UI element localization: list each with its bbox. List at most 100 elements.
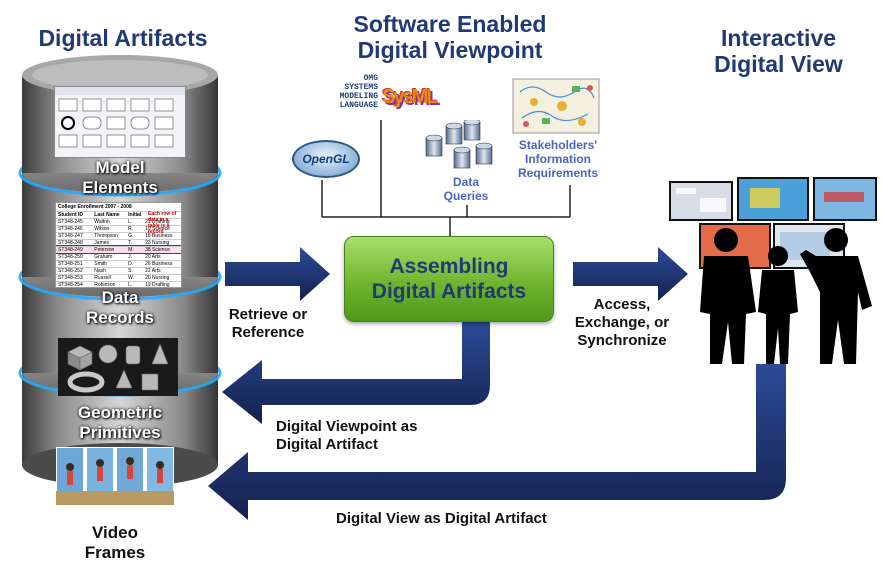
label-line: Digital Viewpoint as <box>276 418 418 435</box>
label-line: Synchronize <box>577 332 667 349</box>
table-cell: Initial <box>128 212 142 218</box>
table-cell: 20 Nursing <box>145 275 170 281</box>
table-cell: ST348-247 <box>58 233 83 239</box>
table-cell: 23 Nursing <box>145 240 170 246</box>
opengl-logo: OpenGL <box>292 140 360 178</box>
table-cell: ST348-253 <box>58 275 83 281</box>
table-cell: 26 Business <box>145 261 173 267</box>
table-cell: Smith <box>94 261 108 267</box>
table-cell: Nash <box>94 268 106 274</box>
table-row: ST348-252 Nash S. 22 Arts <box>56 267 181 274</box>
sysml-logo: OMG SYSTEMS MODELING LANGUAGE SysML <box>330 70 439 126</box>
label-line: Access, <box>593 296 651 313</box>
sysml-line: LANGUAGE <box>339 101 378 110</box>
opengl-logo-text: OpenGL <box>302 152 350 166</box>
label-line: Exchange, or <box>574 314 670 331</box>
label-line: Elements <box>82 178 158 197</box>
label-line: Records <box>85 308 155 327</box>
heading-line: Digital View <box>714 51 843 77</box>
table-cell: S. <box>128 268 133 274</box>
table-cell: W. <box>128 275 135 281</box>
table-cell: R. <box>128 226 134 232</box>
table-cell: 22 Arts <box>145 268 161 274</box>
label-video-frames: Video Frames <box>60 523 170 563</box>
label-digital-viewpoint-as-artifact: Digital Viewpoint as Digital Artifact <box>276 418 476 454</box>
view-return-arrow <box>208 364 786 520</box>
table-row: ST348-247 Thompson G. 18 Business <box>56 232 181 239</box>
table-cell: Graham <box>94 254 113 260</box>
label-line: Digital Artifact <box>276 436 378 453</box>
label-line: Information <box>525 152 591 166</box>
table-cell: L. <box>128 219 133 225</box>
label-stakeholder-requirements: Stakeholders' Information Requirements <box>508 138 608 180</box>
heading-line: Software Enabled <box>353 11 547 37</box>
table-cell: ST348-246 <box>58 226 83 232</box>
label-line: Primitives <box>79 423 161 442</box>
label-retrieve-or-reference: Retrieve or Reference <box>218 306 318 342</box>
sysml-logo-mark: SysML <box>382 86 438 108</box>
table-row: ST348-248 James T. 23 Nursing <box>56 239 181 246</box>
access-arrow <box>573 247 688 301</box>
stakeholder-requirements-image <box>512 78 600 134</box>
table-row: ST348-250 Graham J. 20 Arts <box>56 253 181 260</box>
heading-digital-artifacts: Digital Artifacts <box>38 25 208 51</box>
label-model-elements: Model Elements <box>70 158 170 198</box>
database-icon <box>425 120 493 169</box>
retrieve-arrow <box>225 247 330 301</box>
table-cell: L. <box>128 282 133 288</box>
table-cell: Russell <box>94 275 111 281</box>
table-title: College Enrollment 2007 - 2008 <box>58 204 132 210</box>
table-cell: M. <box>128 247 134 253</box>
label-data-records: Data Records <box>70 288 170 328</box>
table-cell: ST348-250 <box>58 254 83 260</box>
label-line: Stakeholders' <box>518 138 598 152</box>
label-line: Geometric <box>77 403 163 422</box>
geometric-primitives-image <box>58 338 178 396</box>
table-cell: ST348-248 <box>58 240 83 246</box>
table-cell: G. <box>128 233 134 239</box>
table-cell: J. <box>128 254 133 260</box>
table-cell: Wilson <box>94 226 110 232</box>
table-cell: Thompson <box>94 233 118 239</box>
table-cell: 20 Arts <box>145 254 161 260</box>
people-silhouettes <box>700 228 872 364</box>
model-elements-thumbnail <box>54 86 186 158</box>
label-line: Requirements <box>517 166 599 180</box>
sysml-line: SYSTEMS <box>344 83 378 92</box>
table-cell: ST348-251 <box>58 261 83 267</box>
connector-lines <box>321 120 571 236</box>
video-frames-image <box>56 447 174 505</box>
table-row: ST348-253 Russell W. 20 Nursing <box>56 274 181 281</box>
table-cell: ST348-245 <box>58 219 83 225</box>
label-line: Data <box>452 175 479 189</box>
table-cell: Robinson <box>94 282 116 288</box>
label-digital-view-as-artifact: Digital View as Digital Artifact <box>336 510 547 527</box>
heading-line: Interactive <box>720 25 837 51</box>
database-icon-cluster <box>425 120 493 169</box>
box-line: Digital Artifacts <box>371 280 527 303</box>
viewpoint-return-arrow <box>222 322 490 424</box>
label-line: Data <box>101 288 139 307</box>
table-cell: Peterson <box>94 247 115 253</box>
heading-software-enabled-viewpoint: Software Enabled Digital Viewpoint <box>325 11 575 63</box>
table-cell: ST348-254 <box>58 282 83 288</box>
label-line: Queries <box>443 189 489 203</box>
table-cell: 38 Science <box>145 247 170 253</box>
table-cell: T. <box>128 240 133 246</box>
table-cell: Student ID <box>58 212 83 218</box>
table-cell: 18 Business <box>145 233 173 239</box>
sysml-line: OMG <box>363 74 378 83</box>
data-records-table: College Enrollment 2007 - 2008 Student I… <box>55 202 182 288</box>
heading-interactive-digital-view: Interactive Digital View <box>686 25 871 77</box>
label-data-queries: Data Queries <box>426 175 506 203</box>
table-cell: James <box>94 240 110 246</box>
table-cell: ST348-252 <box>58 268 83 274</box>
